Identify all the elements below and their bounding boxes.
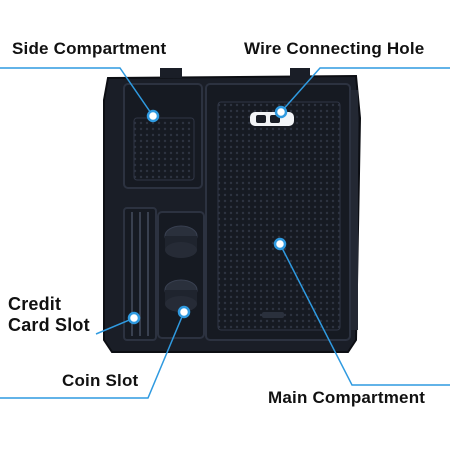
credit-card-slot-label-line1: Credit [8, 294, 62, 314]
main-compartment-label: Main Compartment [268, 388, 426, 407]
callout-dot-icon [274, 105, 288, 119]
callout-dot-icon [177, 305, 191, 319]
callout-line-coin [0, 311, 185, 399]
wire-connecting-hole-label: Wire Connecting Hole [244, 39, 425, 58]
callout-dots [127, 105, 288, 325]
callout-line-wire [280, 67, 450, 113]
side-compartment-label: Side Compartment [12, 39, 167, 58]
callout-dot-icon [146, 109, 160, 123]
main-compartment-mat [217, 101, 341, 331]
callout-lines [0, 67, 450, 399]
callout-dot-icon [127, 311, 141, 325]
main-compartment [205, 83, 351, 341]
coin-slot-label: Coin Slot [62, 371, 139, 390]
callout-line-main [279, 243, 450, 386]
tray-rail [348, 90, 358, 330]
callout-dot-icon [273, 237, 287, 251]
side-compartment-mat [133, 117, 195, 181]
credit-card-slot-label: Credit Card Slot [8, 294, 90, 335]
tray-clip [290, 68, 310, 78]
callout-line-credit [95, 317, 135, 335]
credit-card-slot-label-line2: Card Slot [8, 314, 90, 335]
coin-slots [157, 211, 205, 339]
tray-clip [160, 68, 182, 78]
side-compartment [123, 83, 203, 189]
callout-line-side [0, 67, 154, 117]
